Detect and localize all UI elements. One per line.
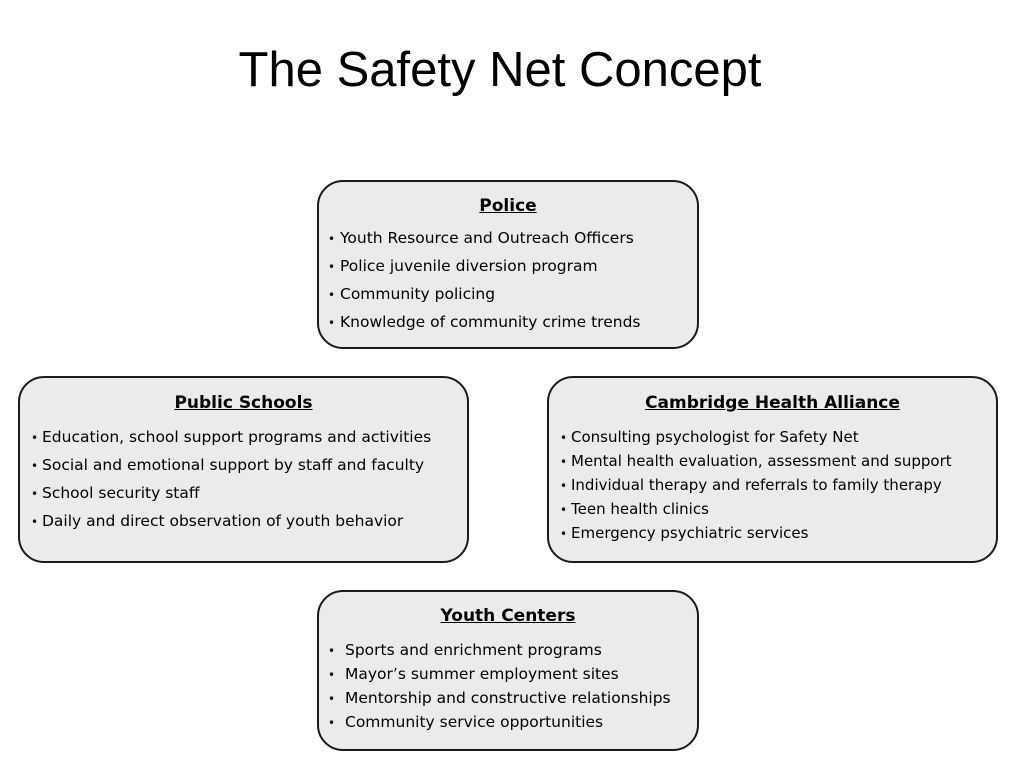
bullet-icon: • — [328, 692, 336, 706]
bullet-icon: • — [560, 455, 568, 469]
bullet-icon: • — [560, 479, 568, 493]
list-item: •Teen health clinics — [560, 497, 952, 521]
youth-centers-heading: Youth Centers — [440, 606, 576, 626]
list-item: •Mental health evaluation, assessment an… — [560, 449, 952, 473]
cambridge-health-alliance-box: Cambridge Health Alliance •Consulting ps… — [547, 376, 998, 563]
slide-title: The Safety Net Concept — [238, 43, 762, 97]
youth-centers-box: Youth Centers •Sports and enrichment pro… — [317, 590, 699, 751]
list-item: •Consulting psychologist for Safety Net — [560, 425, 952, 449]
list-item: •Emergency psychiatric services — [560, 521, 952, 545]
list-item: •Police juvenile diversion program — [328, 252, 640, 280]
bullet-icon: • — [31, 515, 39, 529]
list-item: •Social and emotional support by staff a… — [31, 451, 431, 479]
bullet-icon: • — [31, 487, 39, 501]
police-list: •Youth Resource and Outreach Officers •P… — [328, 224, 640, 336]
list-item: •Community policing — [328, 280, 640, 308]
list-item: •School security staff — [31, 479, 431, 507]
public-schools-heading: Public Schools — [174, 393, 313, 413]
list-item: •Individual therapy and referrals to fam… — [560, 473, 952, 497]
bullet-icon: • — [328, 644, 336, 658]
bullet-icon: • — [31, 459, 39, 473]
bullet-icon: • — [560, 527, 568, 541]
bullet-icon: • — [328, 716, 336, 730]
list-item: •Community service opportunities — [328, 710, 671, 734]
bullet-icon: • — [31, 431, 39, 445]
bullet-icon: • — [328, 316, 336, 330]
public-schools-list: •Education, school support programs and … — [31, 423, 431, 535]
police-heading: Police — [479, 196, 537, 216]
youth-centers-list: •Sports and enrichment programs •Mayor’s… — [328, 638, 671, 734]
public-schools-box: Public Schools •Education, school suppor… — [18, 376, 469, 563]
bullet-icon: • — [560, 431, 568, 445]
list-item: •Mentorship and constructive relationshi… — [328, 686, 671, 710]
bullet-icon: • — [328, 668, 336, 682]
bullet-icon: • — [328, 260, 336, 274]
cambridge-health-alliance-heading: Cambridge Health Alliance — [645, 393, 900, 413]
list-item: •Knowledge of community crime trends — [328, 308, 640, 336]
list-item: •Education, school support programs and … — [31, 423, 431, 451]
bullet-icon: • — [328, 288, 336, 302]
bullet-icon: • — [560, 503, 568, 517]
police-box: Police •Youth Resource and Outreach Offi… — [317, 180, 699, 349]
cambridge-health-alliance-list: •Consulting psychologist for Safety Net … — [560, 425, 952, 545]
list-item: •Daily and direct observation of youth b… — [31, 507, 431, 535]
list-item: •Sports and enrichment programs — [328, 638, 671, 662]
list-item: •Youth Resource and Outreach Officers — [328, 224, 640, 252]
list-item: •Mayor’s summer employment sites — [328, 662, 671, 686]
bullet-icon: • — [328, 232, 336, 246]
